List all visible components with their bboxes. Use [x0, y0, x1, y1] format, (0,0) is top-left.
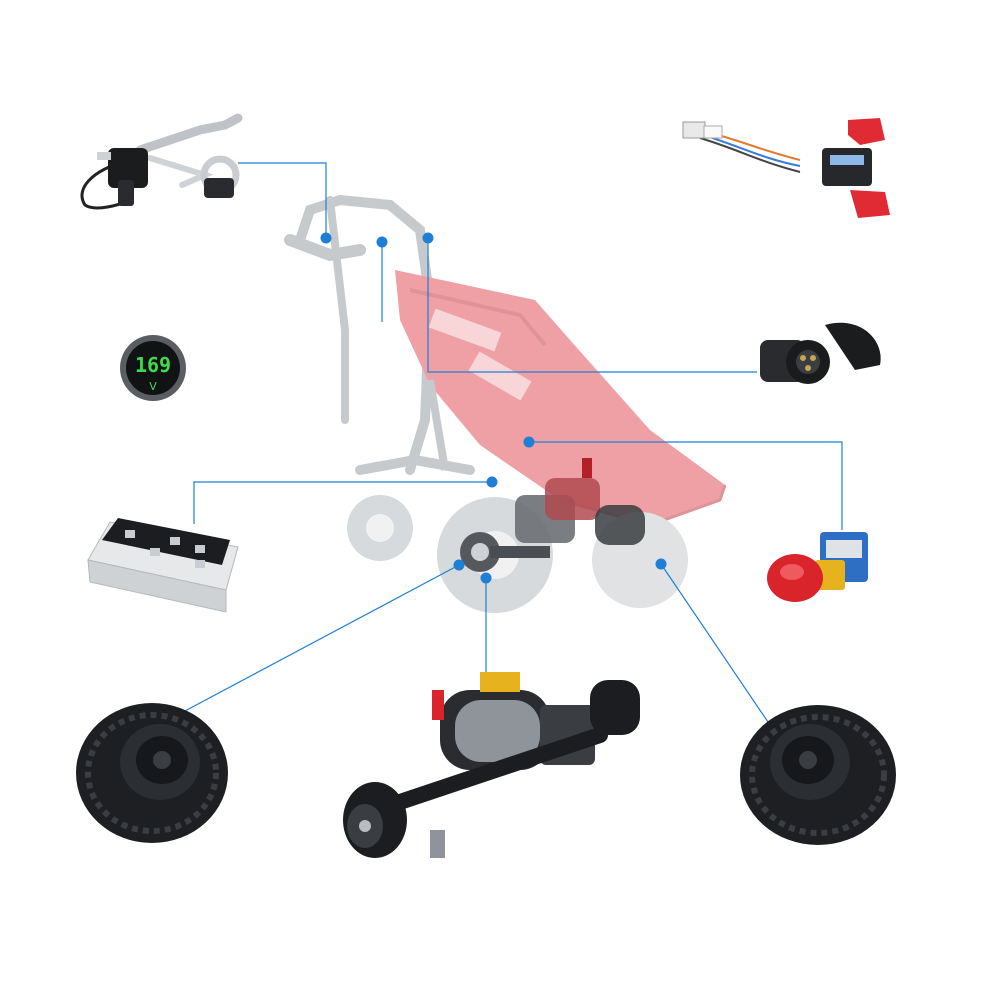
- emergency-stop-icon: [767, 532, 868, 602]
- charging-socket-icon: [760, 322, 881, 384]
- leader-dots: [320, 232, 667, 584]
- left-tire-icon: [76, 703, 228, 843]
- wiring-harness-icon: [682, 118, 890, 218]
- motor-controller-icon: [87, 518, 239, 613]
- display-reading: 169: [135, 353, 171, 377]
- right-tire-icon: [740, 705, 896, 845]
- throttle-lever-icon: [80, 113, 243, 210]
- battery-display-icon: 169 V: [120, 335, 186, 401]
- display-arrow: V: [149, 380, 157, 393]
- cart-drive-unit: [460, 458, 645, 572]
- drive-axle-icon: [343, 672, 640, 858]
- leader-lines: [182, 162, 843, 726]
